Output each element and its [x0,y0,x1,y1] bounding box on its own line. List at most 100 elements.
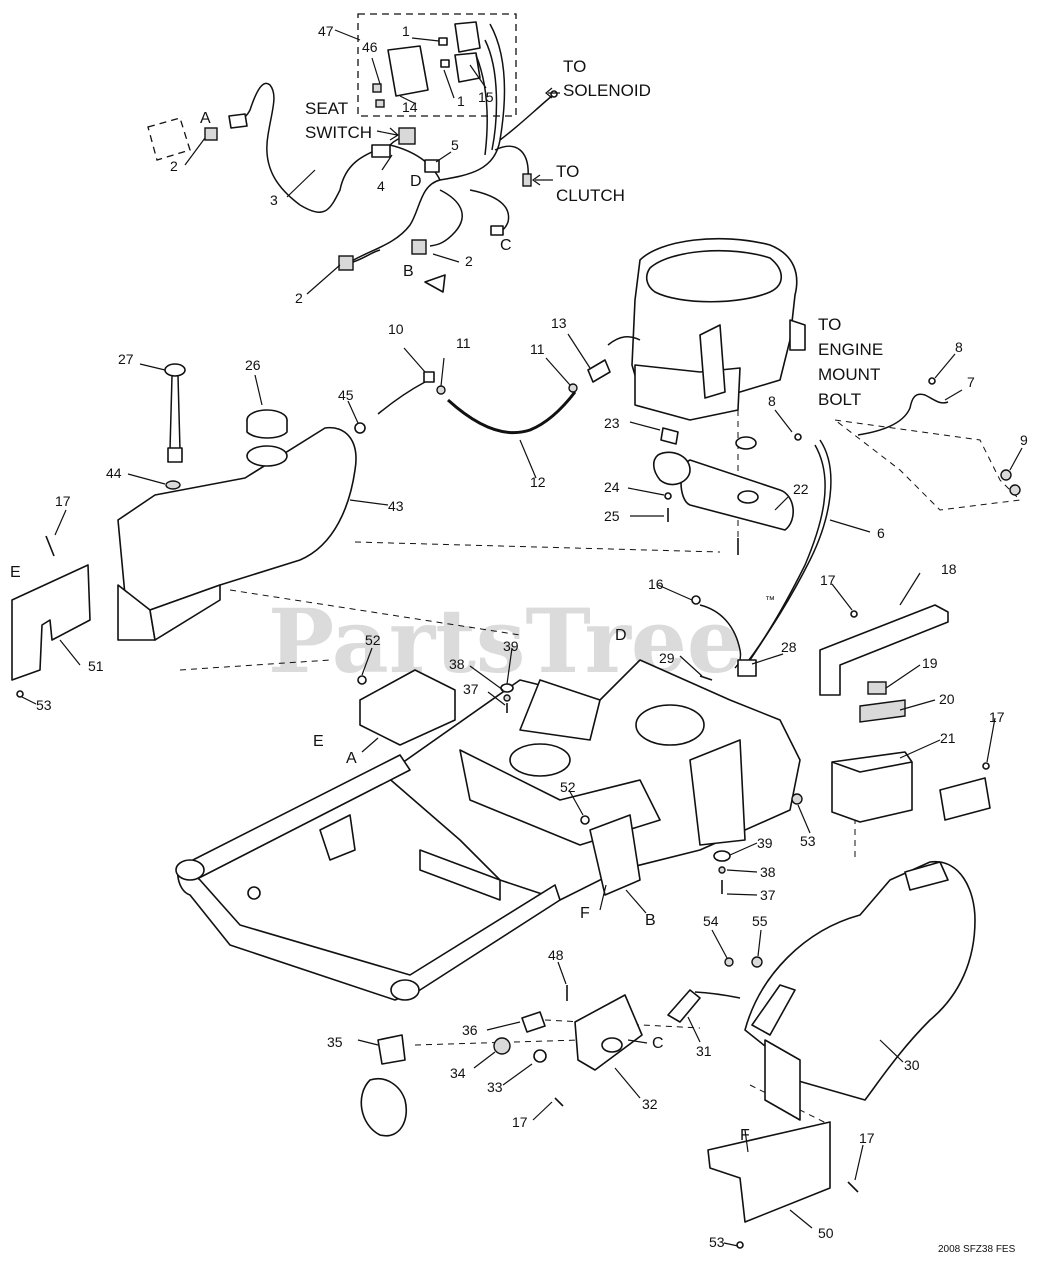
callout-33: 33 [487,1079,503,1095]
grommet-44 [165,480,181,490]
callout-31: 31 [696,1043,712,1059]
cables [744,377,1022,666]
callout-27: 27 [118,351,134,367]
frame-hole-large [635,704,705,746]
callout-1: 1 [457,93,465,109]
arrow-clutch [531,174,553,186]
frame-gusset [319,814,356,861]
callout-18: 18 [941,561,957,577]
relay-15-bottom [454,52,481,83]
key-switch-ghost [147,117,191,161]
arrow-seat-switch [376,127,400,141]
callout-1: 1 [402,23,410,39]
frame-crossmember [459,749,661,846]
callout-5: 5 [451,137,459,153]
callout-11: 11 [530,341,545,357]
control-plate-hole [601,1037,623,1053]
screw-17d [982,762,990,770]
panel-51 [11,535,91,698]
callout-12: 12 [530,474,546,490]
notes: SEAT SWITCH TO SOLENOID TO CLUTCH TO ENG… [305,57,1016,1255]
connector-c [490,225,504,236]
screw-17a [45,535,55,557]
callout-17: 17 [55,493,71,509]
bolt-52a [357,675,367,685]
callout-55: 55 [752,913,768,929]
callout-C: C [652,1035,664,1052]
connector-46b [375,99,385,108]
callout-53: 53 [800,833,816,849]
callout-38: 38 [760,864,776,880]
panel-50 [707,1121,859,1249]
arrow-solenoid [545,87,560,99]
fender-leg [764,1039,801,1121]
clutch-lead [494,145,529,179]
callout-F: F [740,1127,750,1144]
callout-24: 24 [604,479,620,495]
diode-1b [440,59,450,68]
grommet-45 [354,422,366,434]
screw-17e [554,1097,564,1107]
bolt-8a [928,377,936,385]
note-to-engine-3: MOUNT [818,365,880,384]
control-cluster [360,985,741,1137]
battery-cable-6 [749,439,832,661]
callout-37: 37 [463,681,479,697]
clamp-11a [436,385,446,395]
clutch-connector [522,173,532,187]
dash-tank-frame [229,589,521,636]
terminal-16 [691,595,701,605]
screw-29 [699,675,713,681]
harness-trunk [349,23,506,263]
connector-2c [338,255,354,271]
fender-slot [904,861,949,891]
note-to-clutch-2: CLUTCH [556,186,625,205]
watermark-trademark: ™ [765,595,775,606]
battery-cable-6b [744,444,826,666]
frame-front-rail [182,754,411,881]
dash-tank-right [354,541,721,553]
muffler-gasket [737,490,759,504]
callout-7: 7 [967,374,975,390]
battery-cover-18 [819,604,949,696]
terminal-b [424,274,446,293]
plug-2a [204,127,218,141]
ground-strap-7 [857,393,949,436]
callout-4: 4 [377,178,385,194]
callout-B: B [403,263,414,280]
callout-F: F [580,905,590,922]
frame-bolt-hole [247,886,261,900]
harness-tail [352,249,381,263]
dash-panel [179,659,331,671]
solenoid-terminal [550,90,558,98]
fuel-filter-13 [587,359,611,383]
relay-14 [387,45,429,97]
engine [607,237,806,540]
callout-17: 17 [820,572,836,588]
relay-bracket [939,777,991,821]
frame-bracket-b [589,814,641,896]
washer-38b [718,866,726,874]
engine-side-cover [789,319,806,351]
screw-17c [850,610,858,618]
callout-17: 17 [989,709,1005,725]
spacer-39a [500,683,514,693]
diode-1a [438,37,448,46]
harness-loop [299,144,441,213]
bezel-33 [533,1049,547,1063]
nut-53c [736,1241,744,1249]
key-switch-plug [228,113,248,129]
callout-E: E [10,564,21,581]
callout-19: 19 [922,655,938,671]
fuel-valve-10 [423,371,435,383]
callout-54: 54 [703,913,719,929]
drawing-number: 2008 SFZ38 FES [938,1244,1016,1255]
nut-53b [791,793,803,805]
callout-2: 2 [465,253,473,269]
callout-20: 20 [939,691,955,707]
callout-D: D [410,173,422,190]
frame-tab-d [519,679,601,741]
fuse-holder-19 [867,681,887,695]
nut-9b [1009,484,1021,496]
